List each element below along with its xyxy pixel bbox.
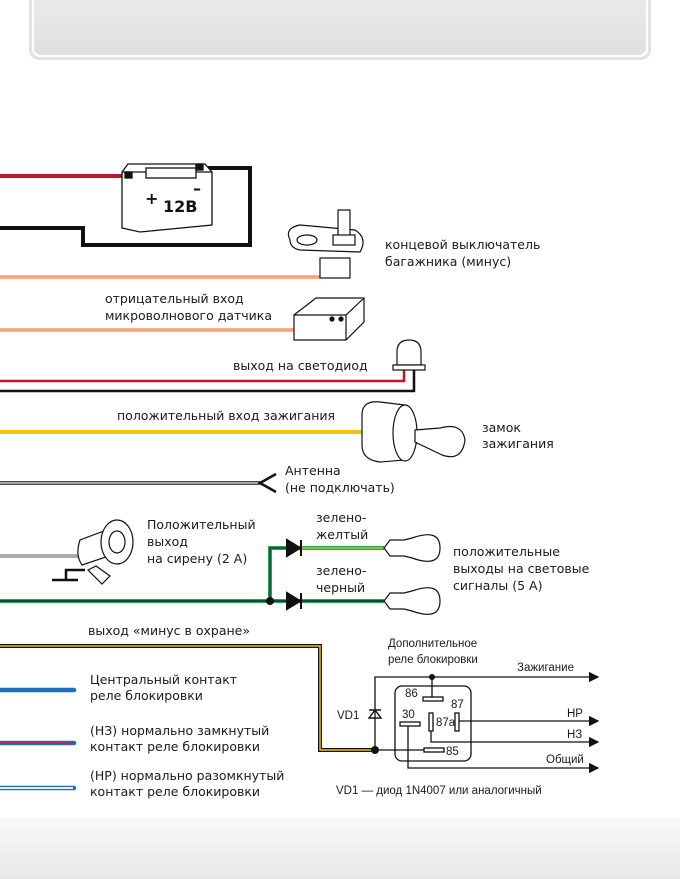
microwave-sensor-icon: [293, 297, 365, 341]
siren-label-2: выход: [147, 534, 188, 549]
battery-minus: –: [193, 179, 201, 198]
green-black-label: зелено-: [316, 563, 366, 578]
ignition-lock-icon: [361, 401, 466, 463]
siren-label-3: на сирену (2 А): [147, 551, 247, 566]
pin-30: 30: [402, 709, 415, 721]
legend-central-2: реле блокировки: [90, 688, 203, 703]
red-led-wire: [0, 370, 406, 383]
microwave-label-2: микроволнового датчика: [105, 308, 272, 323]
vd1-label: VD1: [337, 710, 359, 722]
black-ground-wire: [0, 166, 252, 247]
vd1-note: VD1 — диод 1N4007 или аналогичный: [336, 785, 542, 797]
relay-title: Дополнительное: [388, 638, 477, 650]
led-icon: [392, 339, 426, 371]
lights-label: положительные: [453, 544, 560, 559]
trunk-switch-label-2: багажника (минус): [385, 254, 511, 269]
output-common: Общий: [546, 754, 584, 766]
vd1-diode-icon: [367, 708, 383, 719]
black-led-wire: [0, 370, 416, 393]
trunk-switch-label: концевой выключатель: [385, 237, 540, 252]
pin-86: 86: [405, 688, 418, 700]
pin-85: 85: [446, 746, 459, 758]
lights-label-2: выходы на световые: [453, 561, 590, 576]
diode-icon: [286, 538, 302, 611]
antenna-label: Антенна: [285, 463, 341, 478]
legend-nc: (НЗ) нормально замкнутый: [90, 723, 269, 738]
antenna-label-2: (не подключать): [285, 480, 395, 495]
battery-label: 12В: [163, 197, 197, 216]
pin-87a: 87a: [436, 717, 456, 729]
legend-central: Центральный контакт: [90, 672, 237, 687]
bulb-icon: [383, 534, 441, 615]
ignition-lock-label-2: зажигания: [482, 436, 554, 451]
legend-no: (НР) нормально разомкнутый: [90, 768, 284, 783]
ignition-lock-label: замок: [482, 420, 521, 435]
antenna-icon: [257, 472, 277, 494]
battery-plus: +: [145, 189, 158, 208]
relay-title-2: реле блокировки: [388, 654, 478, 666]
microwave-label: отрицательный вход: [105, 291, 244, 306]
output-ignition: Зажигание: [517, 662, 574, 674]
armed-minus-label: выход «минус в охране»: [88, 623, 250, 638]
trunk-switch-icon: [287, 209, 364, 279]
ignition-input-label: положительный вход зажигания: [117, 408, 335, 423]
output-nc: НЗ: [567, 729, 582, 741]
legend-nc-2: контакт реле блокировки: [90, 739, 260, 754]
lights-label-3: сигналы (5 А): [453, 578, 542, 593]
output-no: НР: [567, 708, 583, 720]
pin-87: 87: [451, 699, 464, 711]
green-yellow-label: зелено-: [316, 510, 366, 525]
battery-icon: [121, 163, 213, 233]
green-yellow-label-2: желтый: [316, 527, 368, 542]
footer-band: [0, 818, 680, 879]
siren-icon: [77, 519, 134, 585]
green-black-label-2: черный: [316, 580, 365, 595]
siren-label: Положительный: [147, 517, 256, 532]
legend-no-2: контакт реле блокировки: [90, 784, 260, 799]
relay-schematic: [374, 671, 600, 774]
led-label: выход на светодиод: [233, 358, 368, 373]
